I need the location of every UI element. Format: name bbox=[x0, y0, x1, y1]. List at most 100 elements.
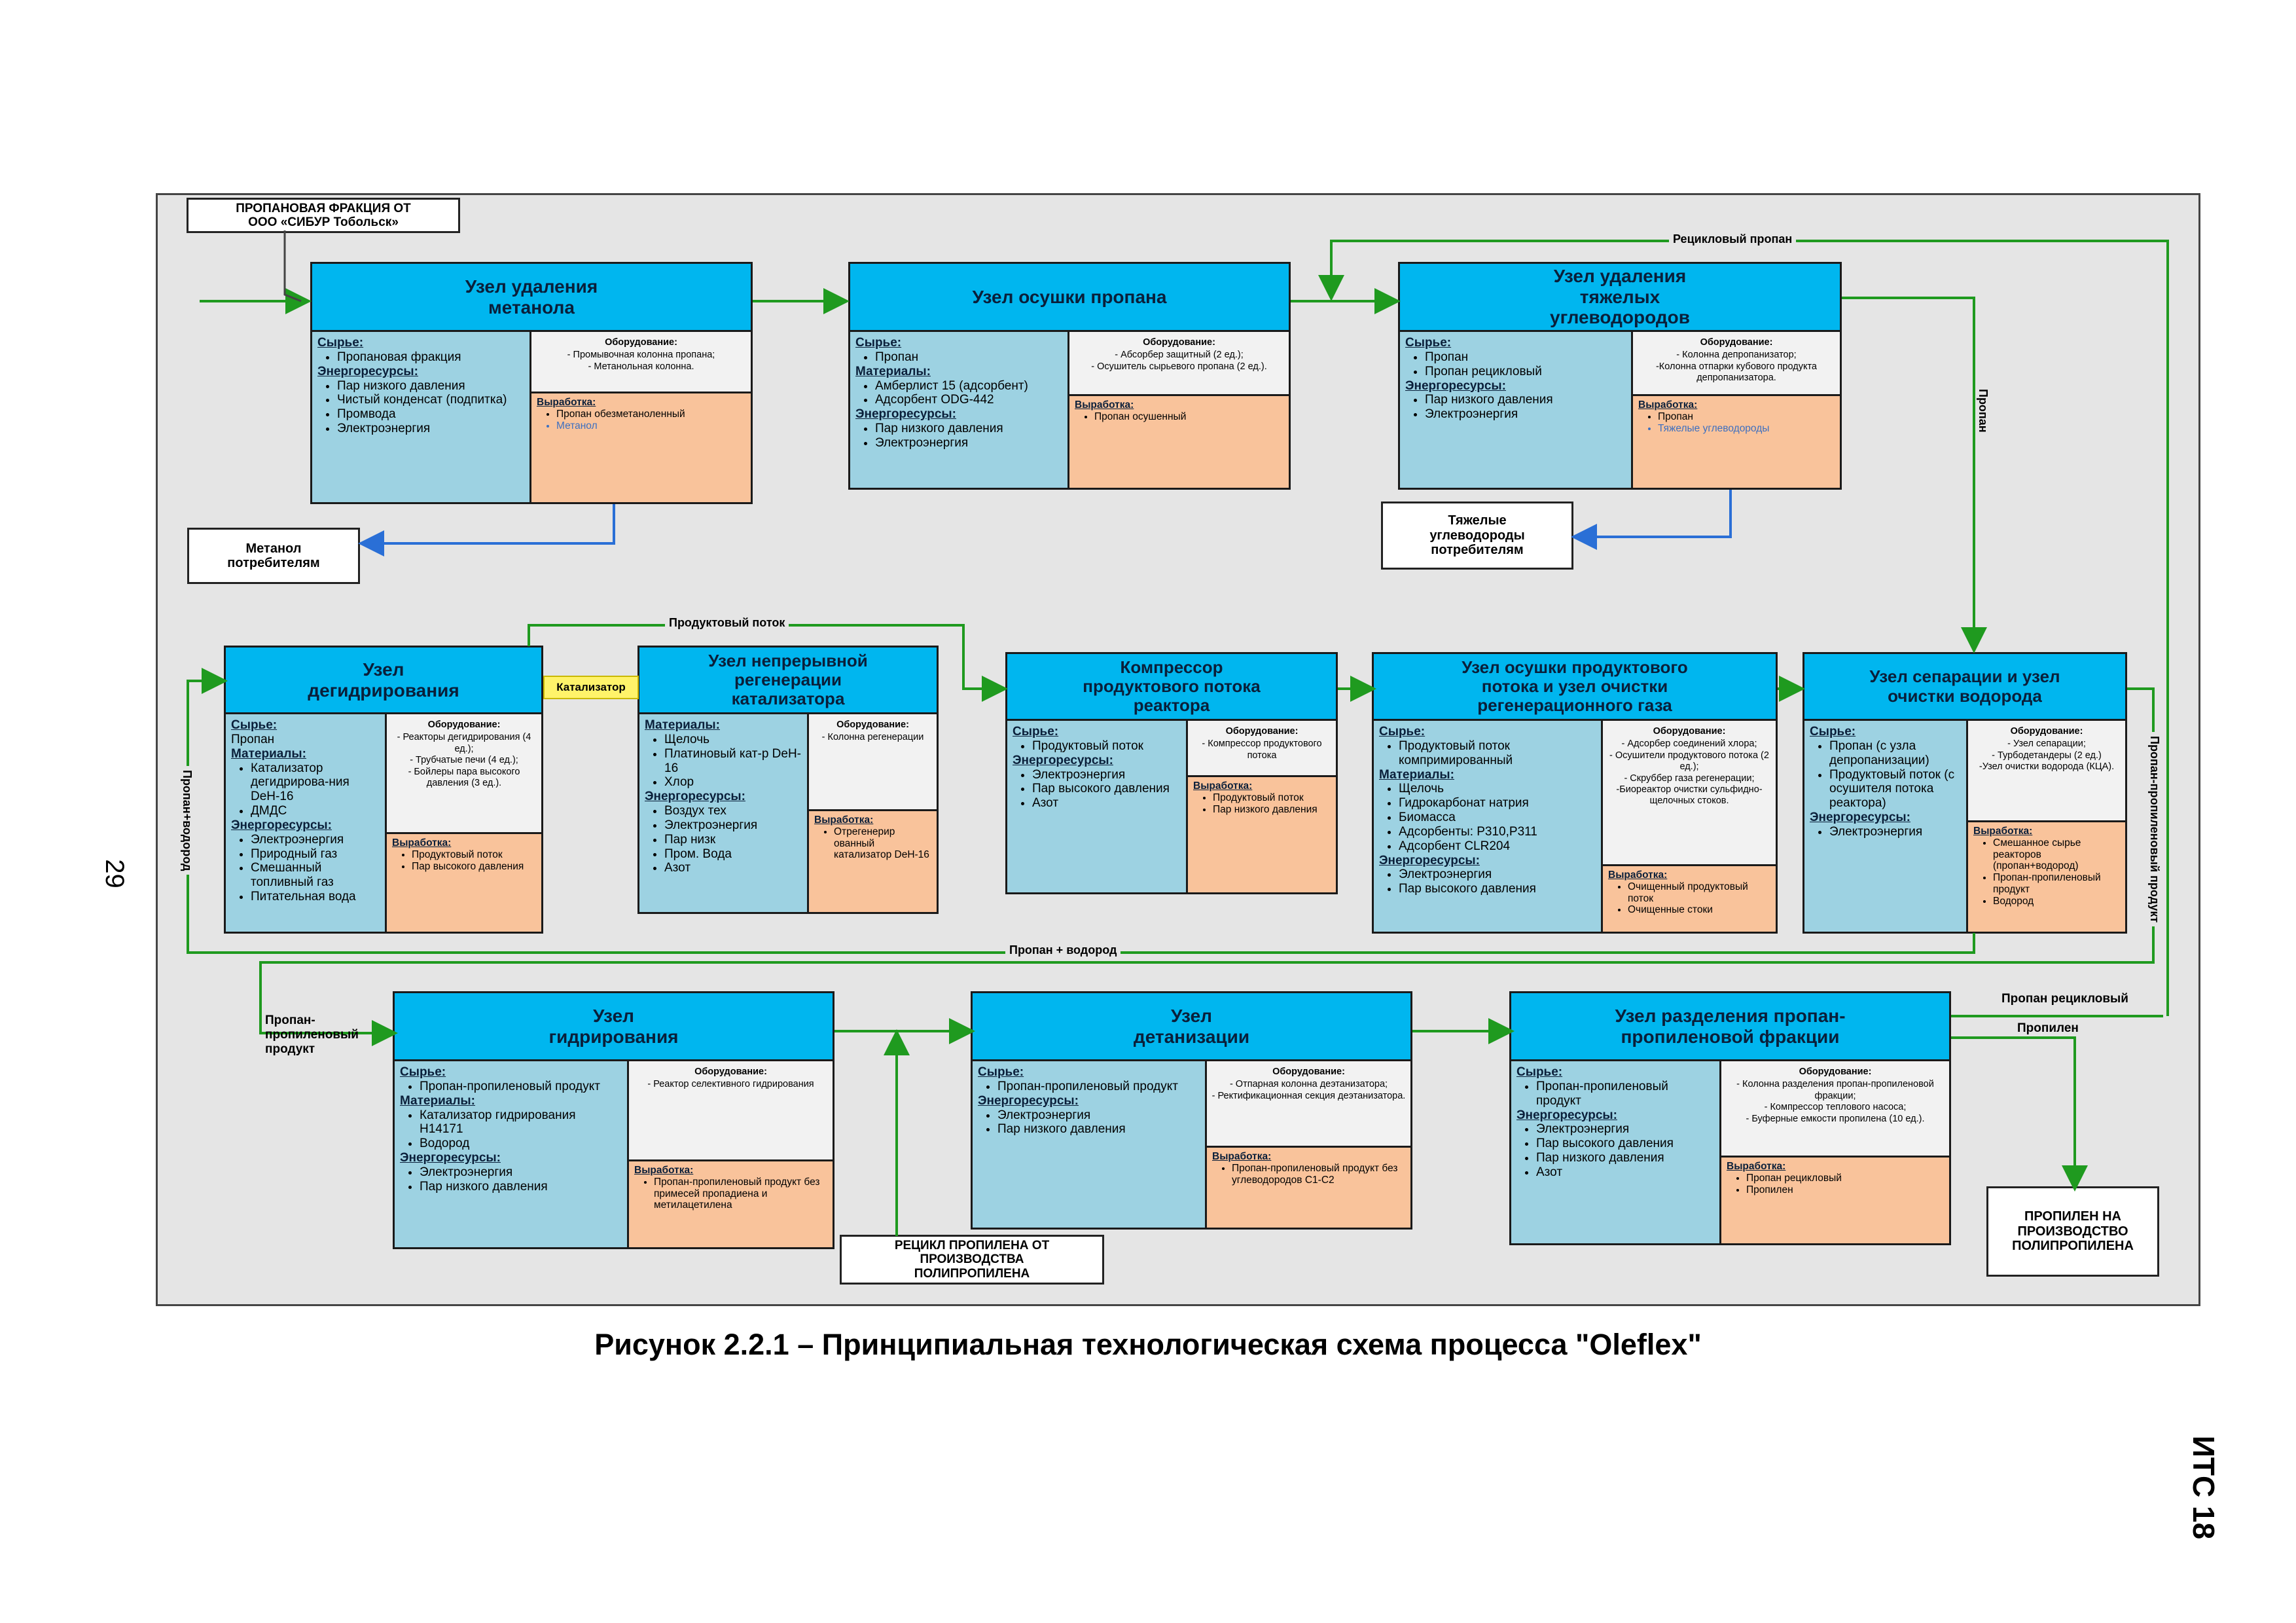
list-item: Очищенный продуктовый поток bbox=[1628, 881, 1770, 905]
propane-recycle-label: Пропан рецикловый bbox=[2001, 992, 2128, 1006]
list-item: Азот bbox=[1536, 1165, 1714, 1180]
output-heading: Выработка: bbox=[1193, 780, 1253, 792]
node-equipment: Оборудование:- Колонна разделения пропан… bbox=[1721, 1061, 1949, 1158]
list-item: Водород bbox=[1993, 896, 2120, 907]
list-item: Пар низкого давления bbox=[1425, 393, 1626, 407]
list-item: Питательная вода bbox=[251, 890, 380, 904]
node-title: Узел гидрирования bbox=[395, 993, 833, 1061]
list-item: Платиновый кат-р DeH-16 bbox=[664, 747, 802, 776]
list-item: Хлор bbox=[664, 775, 802, 790]
equipment-item: - Осушители продуктового потока (2 ед.); bbox=[1609, 750, 1769, 773]
list-item: Смешанный топливный газ bbox=[251, 861, 380, 890]
list-item: Пропан осушенный bbox=[1094, 411, 1283, 423]
energy-heading: Энергоресурсы: bbox=[855, 407, 956, 422]
node-equipment: Оборудование:- Промывочная колонна пропа… bbox=[531, 332, 751, 393]
list-item: Промвода bbox=[337, 407, 524, 422]
raw-heading: Сырье: bbox=[231, 718, 278, 732]
energy-heading: Энергоресурсы: bbox=[400, 1151, 501, 1165]
list-item: Пар низкого давления bbox=[337, 379, 524, 393]
propane-source-box: ПРОПАНОВАЯ ФРАКЦИЯ ОТ ООО «СИБУР Тобольс… bbox=[187, 198, 460, 233]
propane-plus-hydrogen-label: Пропан + водород bbox=[1005, 943, 1121, 957]
list-item: Адсорбент ODG-442 bbox=[875, 393, 1062, 407]
list-item: Азот bbox=[664, 861, 802, 875]
node-title: Узел разделения пропан- пропиленовой фра… bbox=[1511, 993, 1949, 1061]
equipment-item: -Узел очистки водорода (КЦА). bbox=[1979, 761, 2115, 773]
equipment-heading: Оборудование: bbox=[1700, 337, 1773, 348]
equipment-item: - Трубчатые печи (4 ед.); bbox=[410, 755, 518, 766]
list-item: Азот bbox=[1032, 796, 1181, 811]
list-item: Электроэнергия bbox=[420, 1165, 622, 1180]
energy-heading: Энергоресурсы: bbox=[1810, 811, 1910, 825]
list-item: Щелочь bbox=[664, 733, 802, 747]
node-inputs: Сырье:ПропанПропан рецикловыйЭнергоресур… bbox=[1400, 332, 1633, 488]
list-item: Пропан-пропиленовый продукт без примесей… bbox=[654, 1176, 827, 1211]
list-item: Электроэнергия bbox=[1829, 825, 1961, 839]
list-item: Пропан-пропиленовый продукт bbox=[997, 1080, 1200, 1094]
node-title: Узел удаления тяжелых углеводородов bbox=[1400, 264, 1840, 332]
equipment-item: -Биореактор очистки сульфидно-щелочных с… bbox=[1616, 784, 1763, 807]
pp-product-vertical-label: Пропан-пропиленовый продукт bbox=[2147, 732, 2161, 927]
materials-heading: Материалы: bbox=[855, 364, 931, 378]
list-item: Пар низкого давления bbox=[1213, 804, 1331, 816]
list-item: Продуктовый поток компримированный bbox=[1399, 739, 1596, 768]
list-item: Электроэнергия bbox=[337, 422, 524, 436]
node-inputs: Сырье:Продуктовый поток компримированный… bbox=[1374, 721, 1603, 932]
list-item: Пар низкого давления bbox=[1536, 1151, 1714, 1165]
equipment-item: - Компрессор теплового насоса; bbox=[1764, 1102, 1907, 1113]
equipment-item: - Колонна депропанизатор; bbox=[1676, 350, 1797, 361]
equipment-item: - Турбодетандеры (2 ед.) bbox=[1992, 750, 2102, 761]
energy-heading: Энергоресурсы: bbox=[231, 818, 332, 832]
equipment-item: - Метанольная колонна. bbox=[588, 361, 694, 372]
materials-heading: Материалы: bbox=[645, 718, 720, 732]
node-equipment: Оборудование:- Адсорбер соединений хлора… bbox=[1603, 721, 1776, 866]
list-item: Электроэнергия bbox=[875, 436, 1062, 450]
equipment-heading: Оборудование: bbox=[2010, 726, 2083, 737]
node-equipment: Оборудование:- Реакторы дегидрирования (… bbox=[387, 714, 541, 834]
node-inputs: Сырье:Продуктовый потокЭнергоресурсы:Эле… bbox=[1007, 721, 1188, 892]
equipment-item: - Ректификационная секция деэтанизатора. bbox=[1211, 1090, 1406, 1101]
equipment-item: - Компрессор продуктового потока bbox=[1202, 739, 1322, 761]
equipment-item: - Абсорбер защитный (2 ед.); bbox=[1115, 350, 1244, 361]
document-code: ИТС 18 bbox=[2187, 1435, 2221, 1540]
equipment-heading: Оборудование: bbox=[427, 720, 501, 730]
methanol-consumers-box: Метанол потребителям bbox=[187, 528, 360, 584]
list-item: Пропан обезметаноленный bbox=[556, 409, 745, 420]
output-heading: Выработка: bbox=[814, 814, 874, 826]
list-item: Пропан bbox=[1658, 411, 1835, 423]
node-deethan: Узел детанизацииСырье:Пропан-пропиленовы… bbox=[971, 991, 1412, 1230]
list-item: Пропан (с узла депропанизации) bbox=[1829, 739, 1961, 768]
list-item: Пар высокого давления bbox=[1399, 882, 1596, 896]
equipment-heading: Оборудование: bbox=[1143, 337, 1215, 348]
node-title: Узел удаления метанола bbox=[312, 264, 751, 332]
list-item: Природный газ bbox=[251, 847, 380, 862]
list-item: Катализатор дегидрирова-ния DeH-16 bbox=[251, 761, 380, 805]
energy-heading: Энергоресурсы: bbox=[317, 364, 418, 378]
list-item: Пропан рецикловый bbox=[1425, 365, 1626, 379]
output-heading: Выработка: bbox=[634, 1165, 694, 1176]
list-item: Водород bbox=[420, 1137, 622, 1151]
list-item: Пропан-пропиленовый продукт bbox=[1536, 1080, 1714, 1108]
equipment-heading: Оборудование: bbox=[694, 1067, 767, 1077]
list-item: ДМДС bbox=[251, 804, 380, 818]
propylene-label: Пропилен bbox=[2017, 1021, 2079, 1035]
node-inputs: Материалы:ЩелочьПлатиновый кат-р DeH-16Х… bbox=[639, 714, 809, 912]
figure-caption: Рисунок 2.2.1 – Принципиальная технологи… bbox=[594, 1328, 1702, 1361]
list-item: Пар низк bbox=[664, 833, 802, 847]
equipment-item: - Адсорбер соединений хлора; bbox=[1621, 739, 1757, 750]
list-item: Амберлист 15 (адсорбент) bbox=[875, 379, 1062, 393]
node-title: Узел детанизации bbox=[973, 993, 1410, 1061]
equipment-item: - Промывочная колонна пропана; bbox=[567, 350, 715, 361]
catalyst-label: Катализатор bbox=[543, 676, 639, 699]
list-item: Пар низкого давления bbox=[875, 422, 1062, 436]
node-equipment: Оборудование:- Реактор селективного гидр… bbox=[629, 1061, 833, 1161]
output-heading: Выработка: bbox=[537, 397, 596, 408]
energy-heading: Энергоресурсы: bbox=[1405, 378, 1506, 393]
node-output: Выработка:Пропан осушенный bbox=[1069, 396, 1289, 488]
propane-vertical-label: Пропан bbox=[1976, 385, 1990, 437]
equipment-item: - Скруббер газа регенерации; bbox=[1624, 773, 1755, 784]
node-inputs: Сырье:Пропан-пропиленовый продуктЭнергор… bbox=[1511, 1061, 1721, 1243]
node-equipment: Оборудование:- Узел сепарации;- Турбодет… bbox=[1968, 721, 2125, 822]
equipment-item: - Бойлеры пара высокого давления (3 ед.)… bbox=[408, 766, 520, 788]
